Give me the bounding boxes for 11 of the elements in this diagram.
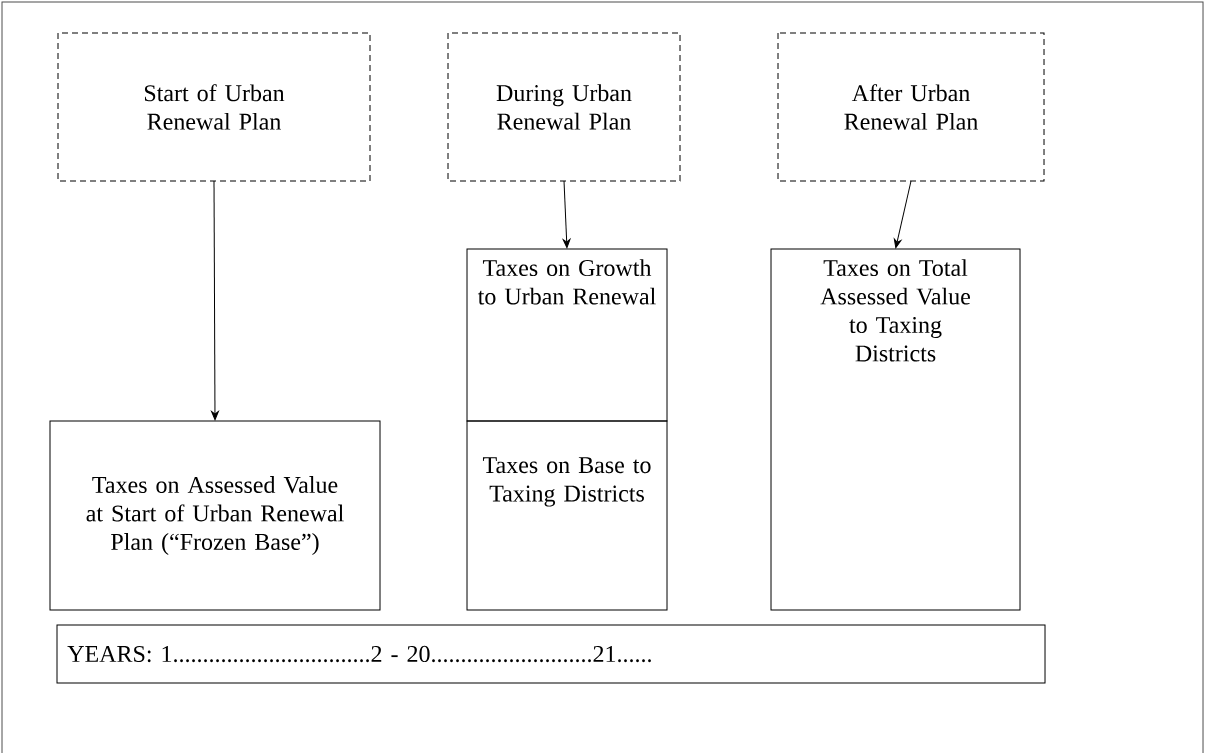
plan-stage-box: During Urban Renewal Plan — [447, 32, 681, 182]
tax-box: Taxes on Growth to Urban Renewal — [466, 248, 668, 422]
tax-box: Taxes on Base to Taxing Districts — [466, 420, 668, 611]
tax-box: Taxes on Assessed Value at Start of Urban Renewal Plan (“Frozen Base”) — [49, 420, 381, 611]
tax-box: Taxes on Total Assessed Value to Taxing Districts — [770, 248, 1021, 611]
plan-stage-box: Start of Urban Renewal Plan — [57, 32, 371, 182]
arrow — [562, 180, 571, 249]
arrow — [211, 180, 219, 421]
arrow — [893, 180, 912, 249]
plan-stage-box: After Urban Renewal Plan — [777, 32, 1045, 182]
timeline-bar: YEARS: 1.................................2 - 20...........................21...... — [56, 624, 1046, 684]
